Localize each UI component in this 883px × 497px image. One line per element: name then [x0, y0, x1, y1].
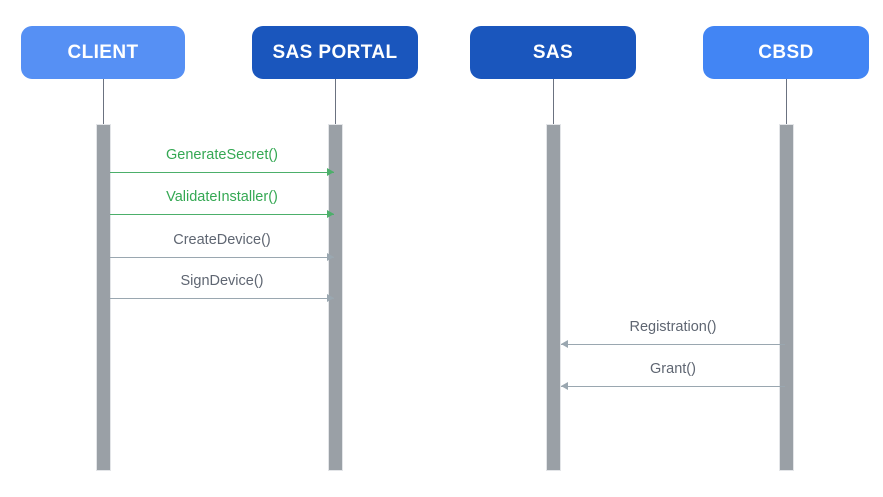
message-label-generate-secret: GenerateSecret()	[165, 147, 279, 163]
actor-label-cbsd: CBSD	[758, 41, 814, 63]
message-arrowhead-create-device	[327, 253, 334, 261]
message-label-registration: Registration()	[629, 319, 717, 335]
actor-label-client: CLIENT	[67, 41, 139, 63]
message-line-sign-device	[110, 298, 334, 299]
actor-box-sas[interactable]: SAS	[470, 26, 636, 79]
activation-bar-sas	[546, 124, 561, 471]
activation-bar-client	[96, 124, 111, 471]
message-line-registration	[561, 344, 785, 345]
actor-label-sas-portal: SAS PORTAL	[272, 41, 398, 63]
message-label-create-device: CreateDevice()	[173, 232, 271, 248]
message-label-validate-installer: ValidateInstaller()	[166, 189, 278, 205]
lifeline-client	[103, 79, 104, 125]
actor-label-sas: SAS	[532, 41, 574, 63]
actor-box-client[interactable]: CLIENT	[21, 26, 185, 79]
message-label-sign-device: SignDevice()	[180, 273, 264, 289]
message-line-grant	[561, 386, 785, 387]
message-arrowhead-registration	[561, 340, 568, 348]
message-label-grant: Grant()	[650, 361, 696, 377]
message-arrowhead-generate-secret	[327, 168, 334, 176]
message-arrowhead-sign-device	[327, 294, 334, 302]
message-line-validate-installer	[110, 214, 334, 215]
message-line-generate-secret	[110, 172, 334, 173]
message-line-create-device	[110, 257, 334, 258]
lifeline-sas	[553, 79, 554, 125]
message-arrowhead-grant	[561, 382, 568, 390]
actor-box-sas-portal[interactable]: SAS PORTAL	[252, 26, 418, 79]
message-arrowhead-validate-installer	[327, 210, 334, 218]
activation-bar-cbsd	[779, 124, 794, 471]
lifeline-cbsd	[786, 79, 787, 125]
lifeline-sas-portal	[335, 79, 336, 125]
actor-box-cbsd[interactable]: CBSD	[703, 26, 869, 79]
